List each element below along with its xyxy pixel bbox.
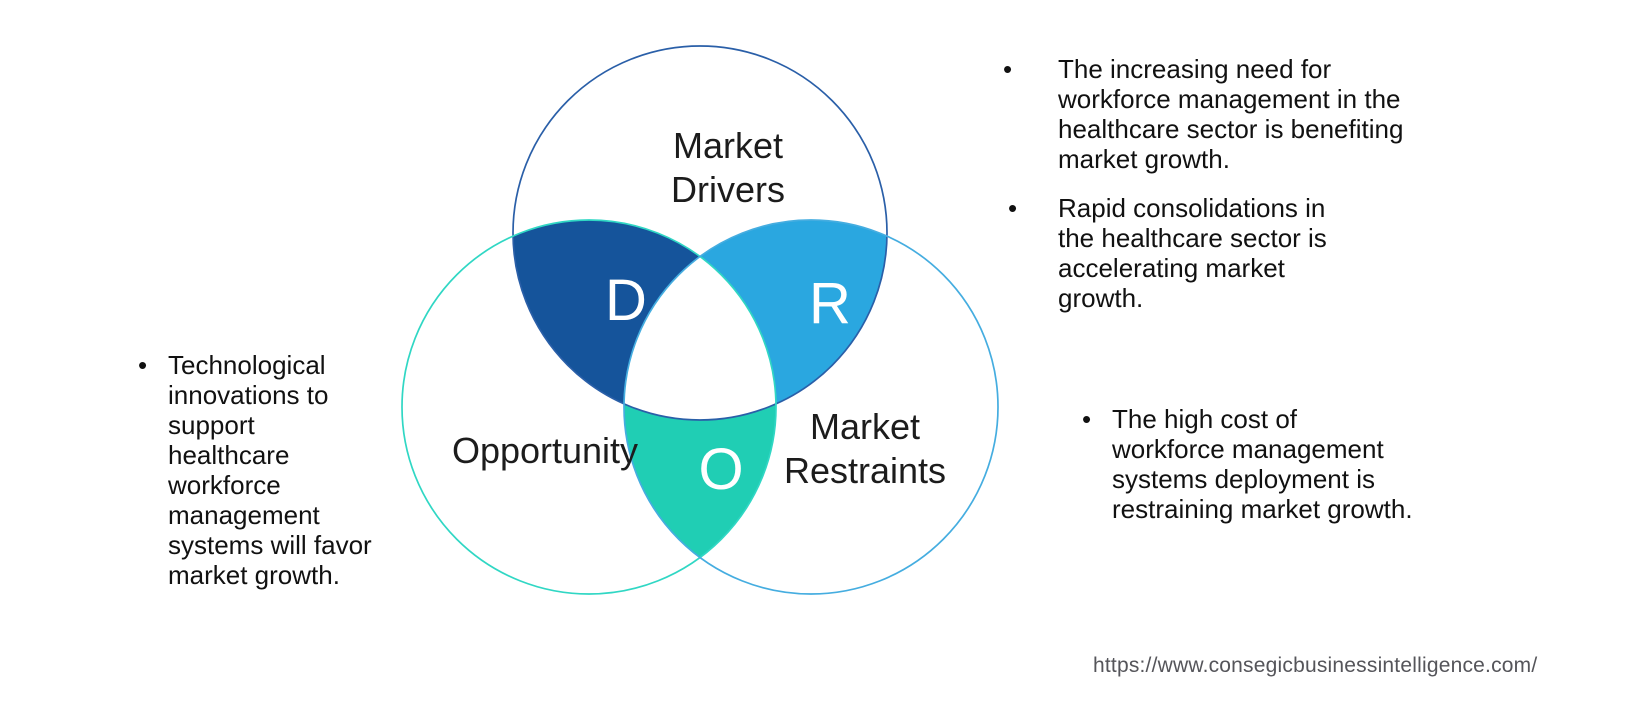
source-url: https://www.consegicbusinessintelligence… xyxy=(1093,654,1538,677)
drivers-letter: D xyxy=(605,268,647,333)
drivers-label: Market Drivers xyxy=(671,125,785,210)
drivers-circle-outline xyxy=(512,45,888,421)
opportunity-letter: O xyxy=(698,437,744,502)
bullet-driver-2: • Rapid consolidations in the healthcare… xyxy=(1008,193,1408,313)
bullet-marker-icon: • xyxy=(1008,193,1018,223)
bullet-driver-2-text: Rapid consolidations in the healthcare s… xyxy=(1058,193,1327,313)
bullet-marker-icon: • xyxy=(1082,404,1092,434)
bullet-marker-icon: • xyxy=(1003,54,1013,84)
bullet-driver-1-text: The increasing need for workforce manage… xyxy=(1058,54,1404,174)
restraints-label: Market Restraints xyxy=(783,406,947,491)
restraints-letter: R xyxy=(809,271,851,336)
bullet-restraint: • The high cost of workforce management … xyxy=(1082,404,1482,524)
opportunity-label: Opportunity xyxy=(451,430,639,471)
bullet-driver-1: • The increasing need for workforce mana… xyxy=(1003,54,1443,174)
bullet-marker-icon: • xyxy=(138,350,148,380)
bullet-opportunity-text: Technological innovations to support hea… xyxy=(168,350,372,590)
restraints-circle-outline xyxy=(623,219,999,595)
bullet-opportunity: • Technological innovations to support h… xyxy=(138,350,410,590)
bullet-restraint-text: The high cost of workforce management sy… xyxy=(1112,404,1413,524)
triple-intersection-center xyxy=(624,220,776,420)
opportunity-circle-outline xyxy=(401,219,777,595)
